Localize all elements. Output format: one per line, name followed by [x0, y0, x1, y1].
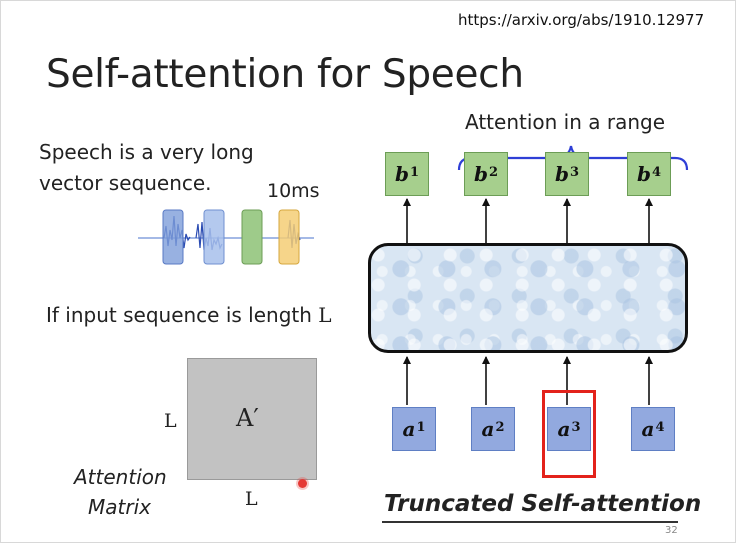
highlighted-input-frame — [542, 390, 596, 478]
page-number: 32 — [665, 525, 678, 536]
input-a1-index: 1 — [416, 420, 425, 435]
truncated-attention-caption: Truncated Self-attention — [384, 491, 701, 517]
input-a4-index: 4 — [655, 420, 664, 435]
input-a1-symbol: a — [402, 417, 415, 441]
input-a2-index: 2 — [495, 420, 504, 435]
input-a4-symbol: a — [641, 417, 654, 441]
input-a2-symbol: a — [481, 417, 494, 441]
caption-underline — [382, 521, 678, 523]
